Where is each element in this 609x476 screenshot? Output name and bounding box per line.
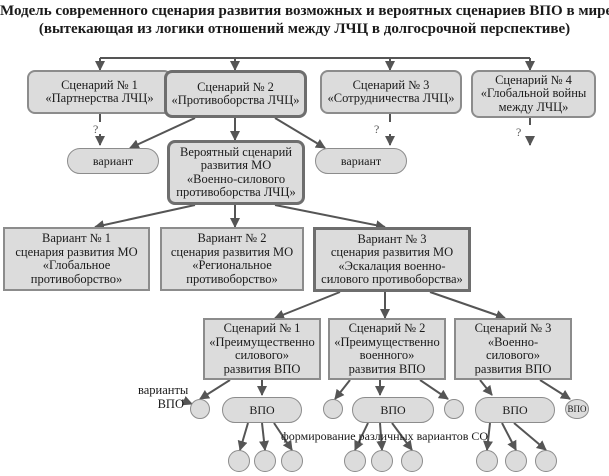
- sub-scenario-1-line1: Сценарий № 1: [223, 321, 301, 335]
- sub-scenario-3-line1: Сценарий № 3: [474, 321, 552, 335]
- so-circle-8: [505, 450, 527, 472]
- probable-scenario-box: Вероятный сценарий развития МО «Военно-с…: [167, 140, 305, 205]
- so-circle-7: [476, 450, 498, 472]
- variant-2-line1: Вариант № 2: [197, 231, 267, 245]
- scenario-2-line1: Сценарий № 2: [197, 79, 274, 94]
- scenario-2-box: Сценарий № 2 «Противоборства ЛЧЦ»: [164, 70, 307, 118]
- variant-2-line2: сценария развития МО: [170, 244, 294, 259]
- probable-line3: «Военно-силового: [186, 171, 286, 186]
- scenario-4-line2: «Глобальной войны: [480, 86, 587, 101]
- sub-scenario-1-line4: развития ВПО: [223, 361, 301, 376]
- scenario-4-line3: между ЛЧЦ»: [498, 99, 569, 114]
- so-formation-label: формирование различных вариантов СО: [281, 429, 489, 443]
- variant-1-line1: Вариант № 1: [42, 231, 111, 245]
- sub-scenario-3-line2: «Военно-: [487, 334, 539, 349]
- question-mark-1: ?: [93, 122, 99, 136]
- vpo-circle-2: [323, 399, 343, 419]
- vpo-circle-3: [444, 399, 464, 419]
- question-mark-4: ?: [516, 125, 522, 139]
- probable-line4: противоборства ЛЧЦ»: [176, 185, 296, 199]
- scenario-3-line1: Сценарий № 3: [352, 77, 430, 92]
- so-circle-9: [535, 450, 557, 472]
- variant-2-line4: противоборство»: [186, 271, 278, 286]
- diagram-subtitle: (вытекающая из логики отношений между ЛЧ…: [38, 21, 571, 37]
- sub-scenario-3-line3: силового»: [485, 348, 541, 362]
- sub-scenario-2-line2: «Преимущественно: [334, 334, 440, 349]
- probable-line2: развития МО: [200, 158, 272, 172]
- vpo-pill-1: ВПО: [222, 397, 302, 423]
- scenario-4-box: Сценарий № 4 «Глобальной войны между ЛЧЦ…: [471, 70, 596, 118]
- so-circle-4: [344, 450, 366, 472]
- sub-scenario-1-line3: силового»: [234, 348, 290, 362]
- so-circle-6: [401, 450, 423, 472]
- sub-scenario-2-box: Сценарий № 2 «Преимущественно военного» …: [328, 318, 446, 380]
- scenario-4-line1: Сценарий № 4: [495, 72, 572, 87]
- variant-2-line3: «Региональное: [192, 258, 272, 272]
- vpo-circle-1: [190, 399, 210, 419]
- so-circle-1: [228, 450, 250, 472]
- sub-scenario-2-line1: Сценарий № 2: [348, 321, 426, 335]
- vpo-circle-small: ВПО: [565, 399, 589, 419]
- vpo-pill-3: ВПО: [475, 397, 555, 423]
- question-mark-3: ?: [374, 122, 380, 136]
- diagram-title: Модель современного сценария развития во…: [0, 3, 609, 19]
- scenario-3-line2: «Сотрудничества ЛЧЦ»: [327, 91, 455, 105]
- variant-pill-left: вариант: [67, 148, 159, 174]
- vpo-variants-label: варианты ВПО: [138, 383, 189, 411]
- sub-scenario-3-line4: развития ВПО: [474, 361, 552, 376]
- variant-3-line3: «Эскалация военно-: [338, 258, 446, 273]
- variant-3-box: Вариант № 3 сценария развития МО «Эскала…: [313, 227, 471, 292]
- variant-1-line4: противоборство»: [30, 271, 123, 286]
- scenario-1-line2: «Партнерства ЛЧЦ»: [45, 91, 154, 105]
- scenario-1-box: Сценарий № 1 «Партнерства ЛЧЦ»: [27, 70, 172, 114]
- so-circle-5: [371, 450, 393, 472]
- scenario-1-line1: Сценарий № 1: [61, 77, 138, 92]
- vpo-pill-2: ВПО: [352, 397, 434, 423]
- variant-pill-right: вариант: [315, 148, 407, 174]
- vpo-variants-line2: ВПО: [157, 396, 184, 411]
- variant-3-line1: Вариант № 3: [357, 231, 427, 246]
- so-circle-3: [281, 450, 303, 472]
- so-circle-2: [254, 450, 276, 472]
- scenario-2-line2: «Противоборства ЛЧЦ»: [171, 93, 300, 107]
- vpo-variants-line1: варианты: [138, 383, 189, 397]
- sub-scenario-2-line4: развития ВПО: [348, 361, 426, 376]
- variant-1-box: Вариант № 1 сценария развития МО «Глобал…: [3, 227, 150, 291]
- variant-1-line3: «Глобальное: [42, 258, 111, 272]
- sub-scenario-3-box: Сценарий № 3 «Военно- силового» развития…: [454, 318, 572, 380]
- sub-scenario-1-line2: «Преимущественно: [209, 334, 315, 349]
- variant-1-line2: сценария развития МО: [15, 244, 138, 259]
- variant-3-line4: силового противоборства»: [321, 272, 463, 286]
- variant-2-box: Вариант № 2 сценария развития МО «Регион…: [160, 227, 304, 291]
- sub-scenario-2-line3: военного»: [359, 348, 415, 362]
- sub-scenario-1-box: Сценарий № 1 «Преимущественно силового» …: [203, 318, 321, 380]
- scenario-3-box: Сценарий № 3 «Сотрудничества ЛЧЦ»: [320, 70, 462, 114]
- probable-line1: Вероятный сценарий: [180, 144, 292, 159]
- variant-3-line2: сценария развития МО: [330, 245, 454, 259]
